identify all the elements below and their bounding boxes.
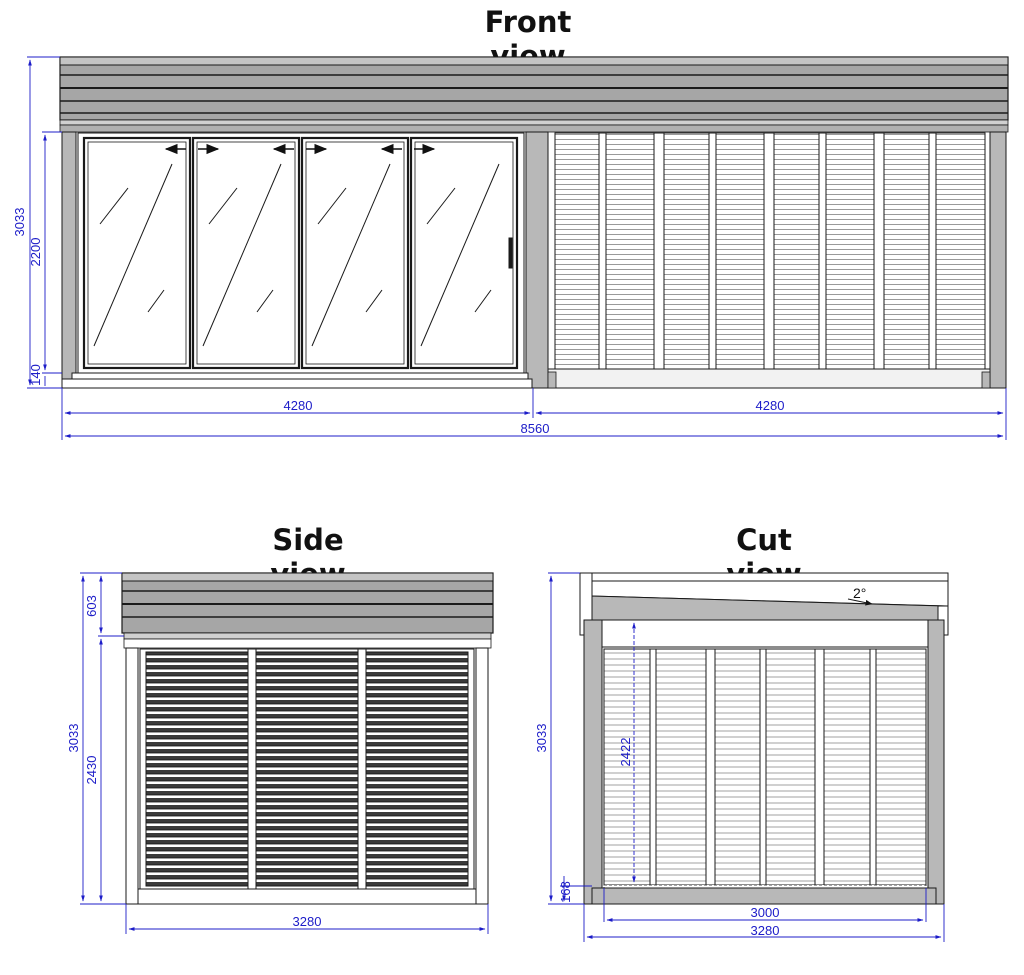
front-dim-right-width: 4280 [756,398,785,413]
front-dim-left-width: 4280 [284,398,313,413]
side-dim-roof-height: 603 [84,595,99,617]
side-view: 603 3033 2430 3280 [66,572,494,934]
cut-dim-outer-width: 3280 [751,923,780,938]
front-dim-door-height: 2200 [28,238,43,267]
front-dim-base-height: 140 [28,364,43,386]
front-view: 3033 2200 140 4280 4280 8560 [12,56,1009,440]
side-dim-wall-height: 2430 [84,756,99,785]
cut-dim-total-height: 3033 [534,724,549,753]
cut-roof-angle: 2° [853,585,866,601]
cut-dimension-lines [548,572,945,942]
cut-view: 2° 3033 2422 [534,572,949,942]
cut-dim-inner-width: 3000 [751,905,780,920]
front-post-left [61,131,77,389]
side-dim-width: 3280 [293,914,322,929]
side-dimension-lines [80,572,489,934]
front-post-right [989,131,1007,389]
cut-louvre-wall [603,648,927,889]
front-dim-total-height: 3033 [12,208,27,237]
front-post-middle [525,131,549,389]
side-dim-total-height: 3033 [66,724,81,753]
front-dim-total-width: 8560 [521,421,550,436]
cut-dim-inner-height: 2422 [618,738,633,767]
front-louvre-wall [547,132,991,389]
cut-dim-base-height: 168 [558,881,573,903]
front-dimension-lines [27,56,1007,440]
glass-door-panels [82,136,519,370]
side-louvre-wall [139,648,475,890]
